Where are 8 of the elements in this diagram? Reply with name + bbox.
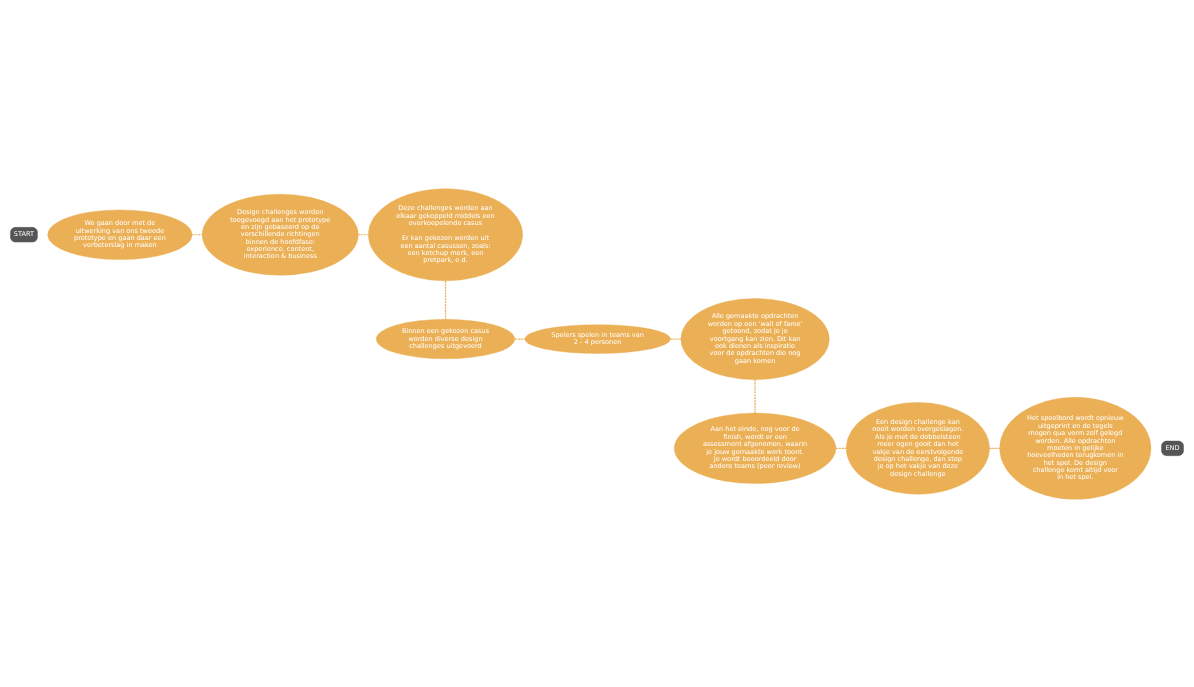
connector: [357, 233, 369, 235]
connector: [669, 337, 682, 340]
connector: [444, 279, 447, 320]
connector: [835, 447, 847, 449]
connector: [191, 233, 203, 235]
connector: [988, 447, 1001, 449]
connector: [514, 337, 526, 340]
connector: [754, 378, 756, 414]
